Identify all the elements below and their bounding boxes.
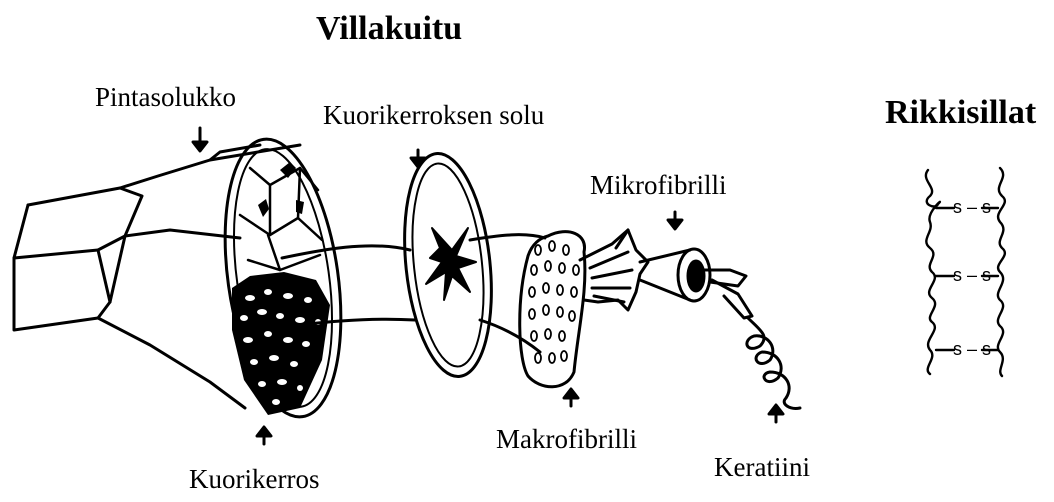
label-mikrofibrilli: Mikrofibrilli [590,172,727,199]
bond-label: s – s [953,198,991,216]
macrofibril-dots [529,241,579,363]
keratin-strand [704,270,800,408]
diagram-title: Villakuitu [316,12,462,46]
microfibril-bundle [580,230,648,310]
right-keratin-chain [998,168,1005,376]
microfibril [640,249,710,301]
bond-label: s – s [953,266,991,284]
label-makrofibrilli: Makrofibrilli [496,426,637,453]
label-kuorikerros: Kuorikerros [189,466,319,493]
side-title: Rikkisillat [885,96,1036,130]
label-keratiini: Keratiini [714,454,810,481]
cortex-speckled-area [232,272,330,415]
left-keratin-chain [926,170,940,374]
cortex-cell-outlines [240,168,322,270]
cortical-cell-stalk [282,246,410,258]
label-pintasolukko: Pintasolukko [95,84,236,111]
label-kuorikerroksen-solu: Kuorikerroksen solu [323,102,544,129]
cortical-cell-nucleus [426,228,476,300]
bond-label: s – s [953,340,991,358]
